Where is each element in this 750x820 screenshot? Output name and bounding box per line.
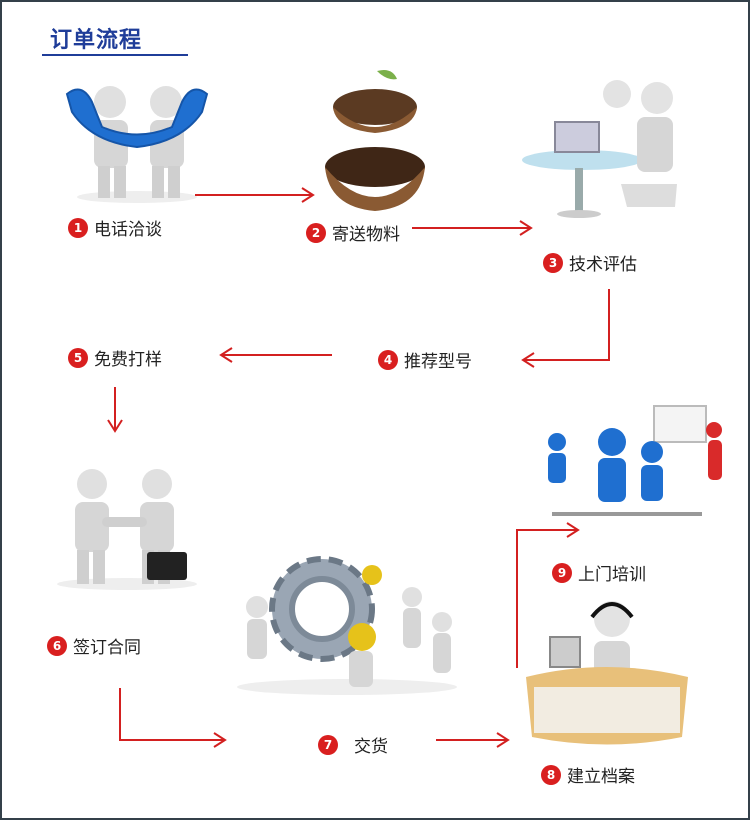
step-label: 电话洽谈 xyxy=(94,220,162,240)
step-7: 7 交货 xyxy=(318,732,388,757)
arrow-8-9 xyxy=(516,529,577,668)
step-number-badge: 2 xyxy=(306,222,326,243)
step-number-badge: 4 xyxy=(378,349,398,370)
step-5: 5 免费打样 xyxy=(68,345,162,370)
step-number-badge: 1 xyxy=(68,217,88,238)
step-3: 3 技术评估 xyxy=(543,250,637,275)
step-label: 技术评估 xyxy=(569,255,637,275)
step-label: 推荐型号 xyxy=(404,352,472,372)
step-number-badge: 3 xyxy=(543,252,563,273)
title-underline xyxy=(42,54,188,56)
arrow-6-7 xyxy=(119,688,224,741)
phone-handshake-icon xyxy=(65,86,209,203)
handshake-icon xyxy=(57,469,197,590)
gear-team-icon xyxy=(237,556,457,695)
step-2: 2 寄送物料 xyxy=(306,220,400,245)
diagram-title: 订单流程 xyxy=(50,28,143,53)
step-label: 上门培训 xyxy=(578,565,646,585)
step-label: 建立档案 xyxy=(567,767,635,787)
step-1: 1 电话洽谈 xyxy=(68,215,162,240)
step-8: 8 建立档案 xyxy=(541,762,635,787)
training-class-icon xyxy=(548,405,722,516)
step-label: 免费打样 xyxy=(94,350,162,370)
step-6: 6 签订合同 xyxy=(47,633,141,658)
step-label: 寄送物料 xyxy=(332,225,400,245)
step-number-badge: 8 xyxy=(541,764,561,785)
step-number-badge: 5 xyxy=(68,347,88,368)
step-label: 交货 xyxy=(354,737,388,757)
laptop-desk-icon xyxy=(522,80,677,218)
step-9: 9 上门培训 xyxy=(552,560,646,585)
arrow-3-4 xyxy=(524,289,610,361)
step-4: 4 推荐型号 xyxy=(378,347,472,372)
step-number-badge: 9 xyxy=(552,562,572,583)
service-desk-icon xyxy=(526,601,688,745)
step-number-badge: 6 xyxy=(47,635,67,656)
coffee-beans-icon xyxy=(325,70,425,211)
step-label: 签订合同 xyxy=(73,638,141,658)
step-number-badge: 7 xyxy=(318,734,338,755)
